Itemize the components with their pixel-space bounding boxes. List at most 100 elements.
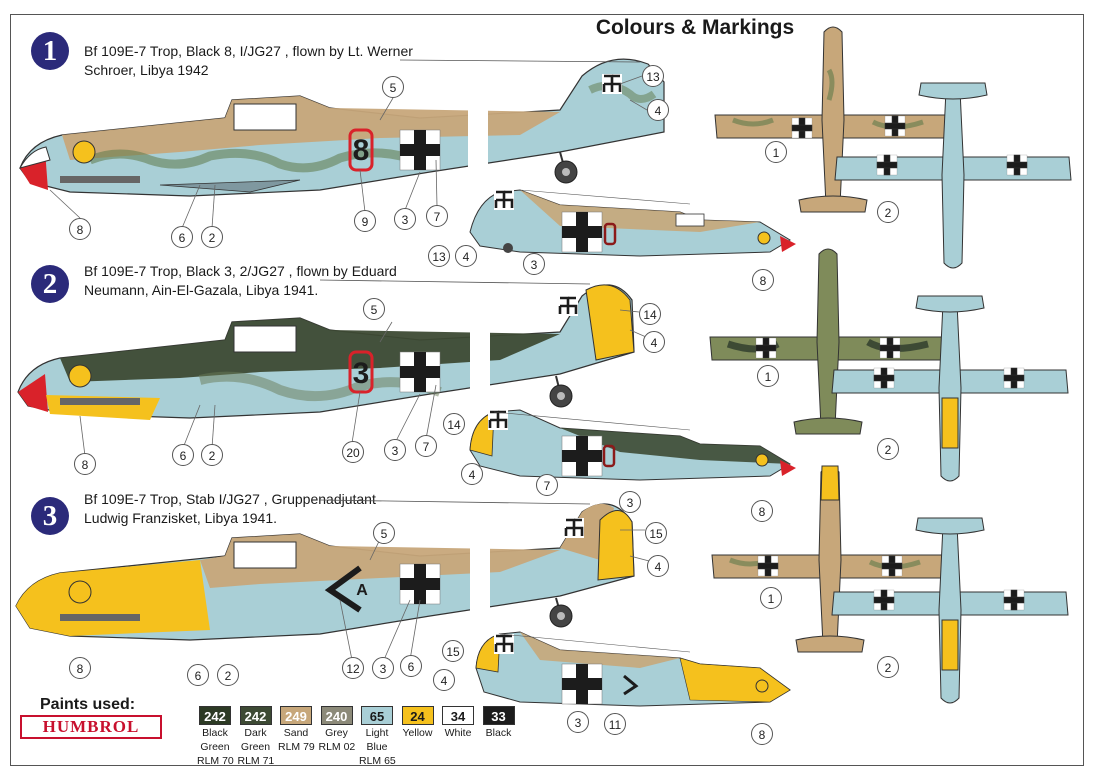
paint-code: 65: [361, 706, 393, 725]
paint-code: 34: [442, 706, 474, 725]
paint-name-line: Dark: [244, 727, 267, 739]
callout-s2-large: 6: [172, 444, 194, 466]
paint-name-line: Light: [365, 727, 389, 739]
scheme-1-side-view: [18, 58, 665, 197]
scheme-1-top-view-lower: [834, 82, 1072, 269]
callout-s3-large: 12: [342, 657, 364, 679]
scheme-2-badge: 2: [31, 265, 69, 303]
callout-s2-top: 2: [877, 438, 899, 460]
callout-s2-small: 3: [619, 491, 641, 513]
callout-s1-small: 4: [455, 245, 477, 267]
callout-s2-large: 2: [201, 444, 223, 466]
paints-used-label: Paints used:: [40, 696, 136, 713]
paint-code: 242: [239, 706, 272, 725]
scheme-3-line-2: Ludwig Franzisket, Libya 1941.: [84, 510, 277, 526]
callout-s2-large: 5: [363, 298, 385, 320]
paint-name-line: White: [444, 727, 472, 739]
scheme-2-line-1: Bf 109E-7 Trop, Black 3, 2/JG27 , flown …: [84, 263, 397, 279]
paint-name-line: RLM 71: [237, 755, 275, 767]
paint-name-line: RLM 79: [278, 741, 315, 753]
callout-s3-large: 5: [373, 522, 395, 544]
callout-s3-large: 3: [372, 657, 394, 679]
callout-s2-large: 3: [384, 439, 406, 461]
callout-leader-lines: [49, 75, 654, 663]
scheme-2-line-2: Neumann, Ain-El-Gazala, Libya 1941.: [84, 282, 319, 298]
callout-s2-large: 14: [639, 303, 661, 325]
scheme-1-line-1: Bf 109E-7 Trop, Black 8, I/JG27 , flown …: [84, 43, 413, 59]
scheme-3-fuselage-code: A: [356, 582, 368, 599]
scheme-1-fuselage-code: 8: [353, 134, 370, 167]
paint-name-line: Blue: [366, 741, 388, 753]
callout-s2-large: 20: [342, 441, 364, 463]
scheme-1-top-view-upper: [714, 26, 952, 213]
scheme-1-badge: 1: [31, 32, 69, 70]
callout-s2-large: 8: [74, 453, 96, 475]
paint-code: 242: [199, 706, 231, 725]
paint-name-line: Grey: [325, 727, 348, 739]
scheme-2-fuselage-code: 3: [353, 357, 370, 390]
paint-name-line: RLM 70: [197, 755, 234, 767]
paint-name-line: Sand: [283, 727, 309, 739]
scheme-2-description: Bf 109E-7 Trop, Black 3, 2/JG27 , flown …: [84, 262, 397, 300]
scheme-2-side-view: [17, 279, 635, 420]
callout-s3-large: 8: [69, 657, 91, 679]
paint-code: 24: [401, 706, 434, 725]
scheme-3-badge: 3: [31, 497, 69, 535]
scheme-3-top-view-lower: [831, 517, 1069, 704]
callout-s1-large: 4: [647, 99, 669, 121]
paint-name-line: Yellow: [402, 727, 433, 739]
callout-s1-large: 5: [382, 76, 404, 98]
paint-code: 33: [482, 706, 515, 725]
callout-s1-small: 8: [752, 269, 774, 291]
callout-s3-small: 3: [567, 711, 589, 733]
callout-s1-top: 1: [765, 141, 787, 163]
scheme-3-side-view-small: [475, 631, 791, 707]
scheme-2-top-view-lower: [831, 295, 1069, 482]
callout-s2-large: 4: [643, 331, 665, 353]
callout-s3-top: 2: [877, 656, 899, 678]
paint-code: 240: [320, 706, 353, 725]
callout-s2-small: 8: [751, 500, 773, 522]
callout-s2-small: 4: [461, 463, 483, 485]
scheme-3-description: Bf 109E-7 Trop, Stab I/JG27 , Gruppenadj…: [84, 490, 376, 528]
paint-name-line: RLM 02: [318, 741, 356, 753]
callout-s2-small: 7: [536, 474, 558, 496]
paint-name-line: Green: [200, 741, 230, 753]
callout-s1-top: 2: [877, 201, 899, 223]
callout-s3-top: 1: [760, 587, 782, 609]
callout-s1-large: 3: [394, 208, 416, 230]
callout-s1-large: 7: [426, 205, 448, 227]
scheme-1-side-view-small: [469, 188, 796, 257]
callout-s3-large: 6: [400, 655, 422, 677]
callout-s1-large: 8: [69, 218, 91, 240]
callout-s1-large: 9: [354, 210, 376, 232]
scheme-1-line-2: Schroer, Libya 1942: [84, 62, 209, 78]
callout-s1-small: 13: [428, 245, 450, 267]
humbrol-logo: HUMBROL: [20, 715, 162, 739]
paint-name-line: RLM 65: [359, 755, 396, 767]
scheme-3-top-view-upper: [711, 465, 949, 653]
page-title: Colours & Markings: [595, 16, 795, 39]
paint-name-line: Green: [240, 741, 271, 753]
scheme-3-side-view: [15, 499, 635, 641]
sheet-border: [10, 14, 1084, 766]
paint-name-line: Black: [485, 727, 512, 739]
callout-s3-small: 4: [433, 669, 455, 691]
scheme-3-line-1: Bf 109E-7 Trop, Stab I/JG27 , Gruppenadj…: [84, 491, 376, 507]
callout-s2-large: 7: [415, 435, 437, 457]
paint-code: 249: [280, 706, 312, 725]
callout-s2-top: 1: [757, 365, 779, 387]
callout-s1-large: 6: [171, 226, 193, 248]
callout-s3-large: 6: [187, 664, 209, 686]
callout-s1-large: 13: [642, 65, 664, 87]
scheme-2-top-view-upper: [709, 248, 947, 435]
callout-s1-large: 2: [201, 226, 223, 248]
